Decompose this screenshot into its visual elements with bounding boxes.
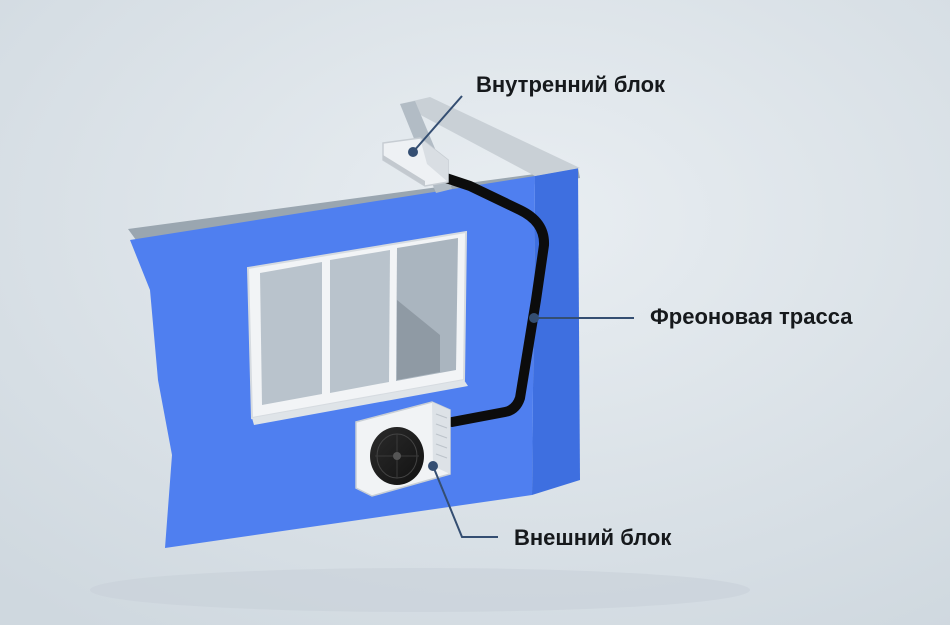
window-pane-left [260, 262, 322, 405]
leader-outdoor-dot [428, 461, 438, 471]
leader-indoor [412, 95, 463, 153]
outdoor-unit [355, 401, 451, 497]
leader-pipe-dot [529, 313, 539, 323]
freon-line-label: Фреоновая трасса [650, 304, 853, 329]
window-sill [252, 380, 468, 425]
indoor-unit-label: Внутренний блок [476, 72, 666, 97]
ground-shadow [90, 568, 750, 612]
window-interior [397, 300, 440, 380]
window-pane-middle [330, 250, 390, 393]
leader-lines [408, 95, 634, 538]
leader-indoor-dot [408, 147, 418, 157]
indoor-unit [382, 137, 449, 187]
wall-side [532, 168, 580, 495]
leader-outdoor [432, 465, 498, 538]
freon-pipe [435, 171, 549, 427]
outdoor-unit-label: Внешний блок [514, 525, 672, 550]
